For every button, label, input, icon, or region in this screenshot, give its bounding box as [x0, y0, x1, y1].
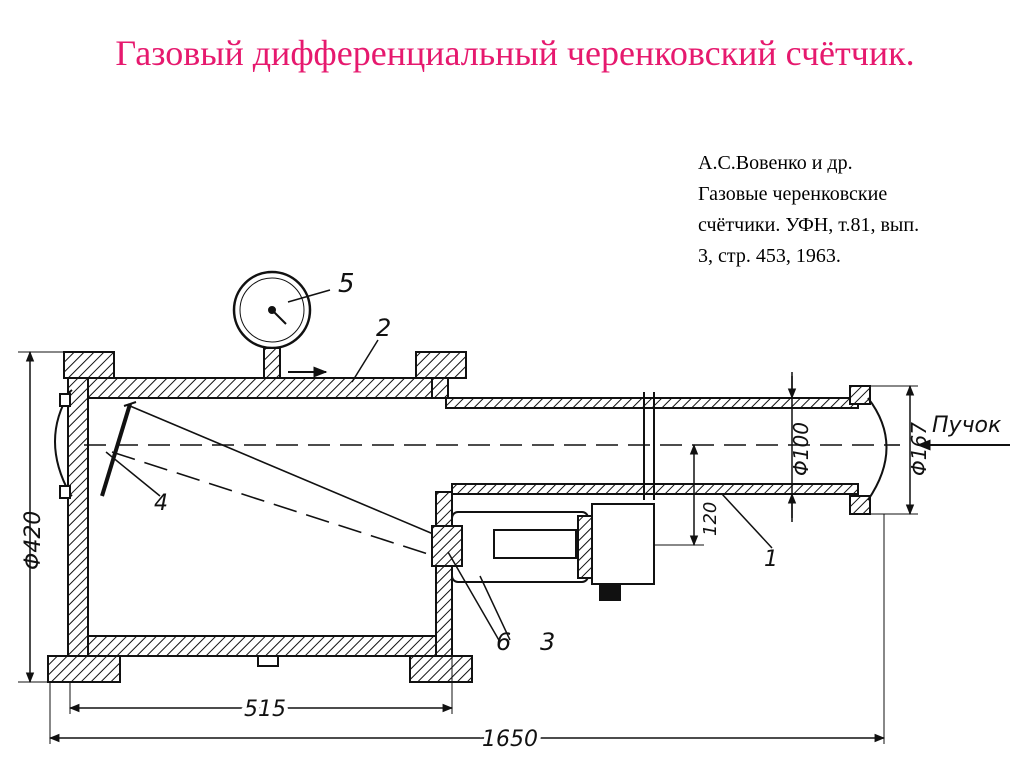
- citation-line: счётчики. УФН, т.81, вып.: [698, 214, 920, 236]
- connector: [599, 583, 621, 601]
- beam-label: Пучок: [932, 413, 1002, 438]
- citation-line: Газовые черенковские: [698, 183, 888, 205]
- mirror: [100, 403, 132, 497]
- callout-4: 4: [154, 491, 168, 516]
- flange-bottom-right: [409, 655, 473, 683]
- callout-5: 5: [338, 269, 355, 299]
- flange-bottom-left: [47, 655, 121, 683]
- flange-top-right: [415, 351, 467, 379]
- flange-right-top: [849, 385, 871, 405]
- pm-window: [431, 525, 463, 567]
- slide-title: Газовый дифференциальный черенковский сч…: [115, 33, 915, 73]
- light-ray-upper: [129, 405, 439, 537]
- callout-6: 6: [496, 628, 511, 656]
- manometer-stem: [263, 347, 281, 379]
- dim-label-flange-diameter: Φ167: [907, 422, 931, 476]
- dim-label-total-length: 1650: [482, 727, 538, 752]
- dim-label-chamber-length: 515: [244, 697, 286, 722]
- chamber-top-wall: [67, 377, 447, 399]
- citation-line: 3, стр. 453, 1963.: [698, 245, 841, 267]
- light-ray-lower: [111, 451, 435, 557]
- chamber-bottom-wall: [67, 635, 447, 657]
- support-foot: [257, 655, 279, 667]
- citation-line: А.С.Вовенко и др.: [698, 152, 853, 174]
- dim-label-pipe-diameter: Φ100: [789, 422, 813, 476]
- chamber-right-wall-upper: [431, 377, 449, 399]
- chamber-right-wall: [435, 491, 453, 657]
- chamber-left-wall: [67, 377, 89, 657]
- pm-base: [591, 503, 655, 585]
- flange-right-bottom: [849, 495, 871, 515]
- dim-label-offset: 120: [700, 502, 721, 536]
- end-window-right: [867, 397, 888, 501]
- flange-top-left: [63, 351, 115, 379]
- callout-3: 3: [540, 628, 555, 656]
- callout-2: 2: [376, 314, 391, 342]
- citation: А.С.Вовенко и др. Газовые черенковские с…: [698, 148, 998, 272]
- callout-1: 1: [764, 547, 778, 572]
- beam-pipe-top: [445, 397, 859, 409]
- dim-label-overall-diameter: Φ420: [21, 511, 46, 570]
- pm-housing-cap: [577, 515, 593, 579]
- pm-tube: [493, 529, 577, 559]
